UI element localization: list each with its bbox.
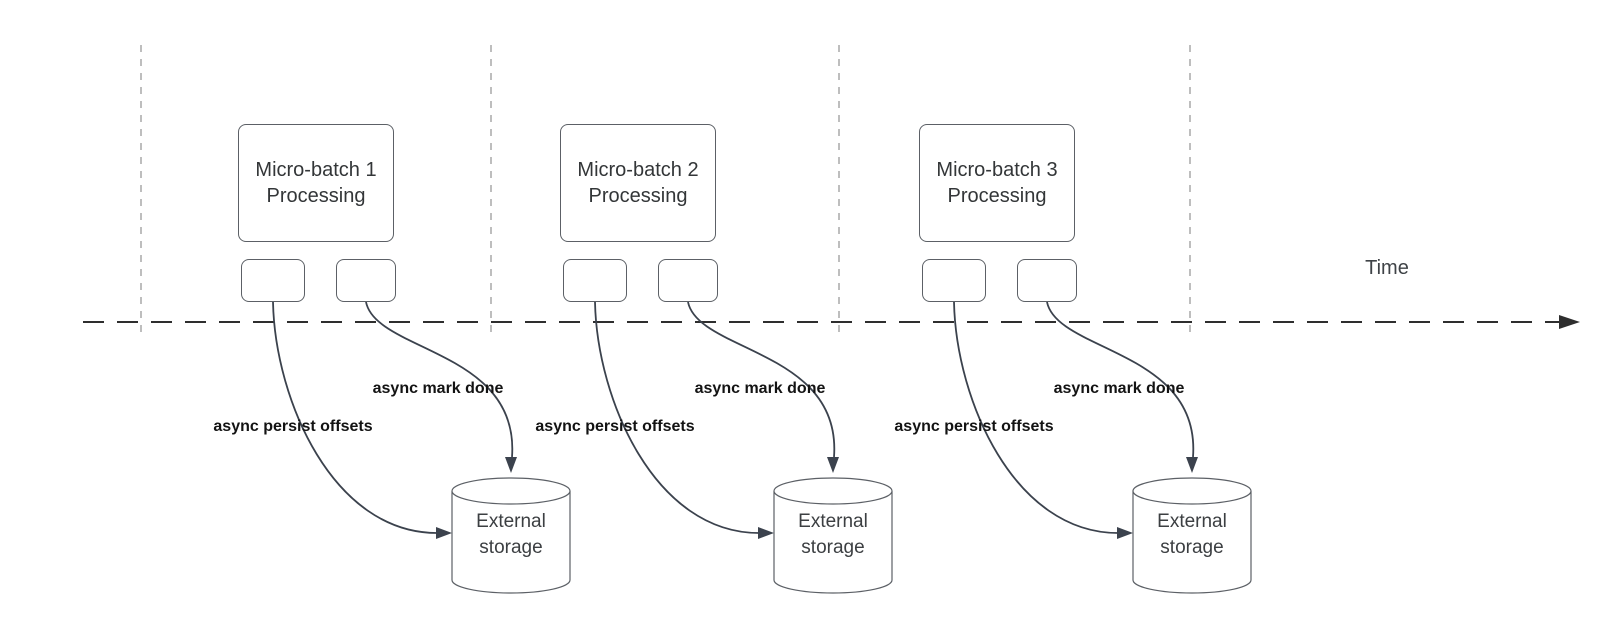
external-storage-label: External storage (476, 511, 546, 558)
persist-arrowhead-icon (436, 527, 452, 539)
persist-offsets-label: async persist offsets (894, 418, 1054, 435)
batch-group-3: Micro-batch 3 Processing async persist o… (894, 0, 1264, 642)
storage-cylinder-3 (1132, 477, 1252, 594)
mark-done-label: async mark done (1053, 380, 1185, 397)
external-storage-label: External storage (798, 511, 868, 558)
timeline-axis (83, 315, 1580, 329)
mark-done-arrow (1046, 301, 1194, 458)
persist-offsets-label: async persist offsets (213, 418, 373, 435)
micro-batch-3-processing-box: Micro-batch 3 Processing (919, 124, 1075, 242)
storage-cylinder-2 (773, 477, 893, 594)
persist-offsets-arrow (272, 301, 438, 534)
markdone-arrowhead-icon (505, 457, 517, 473)
persist-offsets-arrow (594, 301, 760, 534)
batch-group-2: Micro-batch 2 Processing async persist o… (535, 0, 905, 642)
external-storage-label: External storage (1157, 511, 1227, 558)
storage-cylinder-1 (451, 477, 571, 594)
offset-task-box (922, 259, 986, 302)
offset-task-box (241, 259, 305, 302)
batch-2-flows (594, 301, 835, 534)
mark-done-task-box (336, 259, 396, 302)
mark-done-arrow (687, 301, 835, 458)
mark-done-task-box (1017, 259, 1077, 302)
markdone-arrowhead-icon (827, 457, 839, 473)
persist-offsets-label: async persist offsets (535, 418, 695, 435)
batch-3-flows (953, 301, 1194, 534)
persist-offsets-arrow (953, 301, 1119, 534)
markdone-arrowhead-icon (1186, 457, 1198, 473)
batch-group-1: Micro-batch 1 Processing async persist o… (213, 0, 583, 642)
micro-batch-2-processing-box: Micro-batch 2 Processing (560, 124, 716, 242)
mark-done-label: async mark done (372, 380, 504, 397)
mark-done-arrow (365, 301, 513, 458)
time-axis-label: Time (1365, 257, 1409, 279)
mark-done-label: async mark done (694, 380, 826, 397)
persist-arrowhead-icon (758, 527, 774, 539)
mark-done-task-box (658, 259, 718, 302)
offset-task-box (563, 259, 627, 302)
micro-batch-1-processing-box: Micro-batch 1 Processing (238, 124, 394, 242)
batch-1-flows (272, 301, 513, 534)
timeline-arrowhead-icon (1559, 315, 1580, 329)
interval-guide-lines (140, 45, 1191, 339)
persist-arrowhead-icon (1117, 527, 1133, 539)
